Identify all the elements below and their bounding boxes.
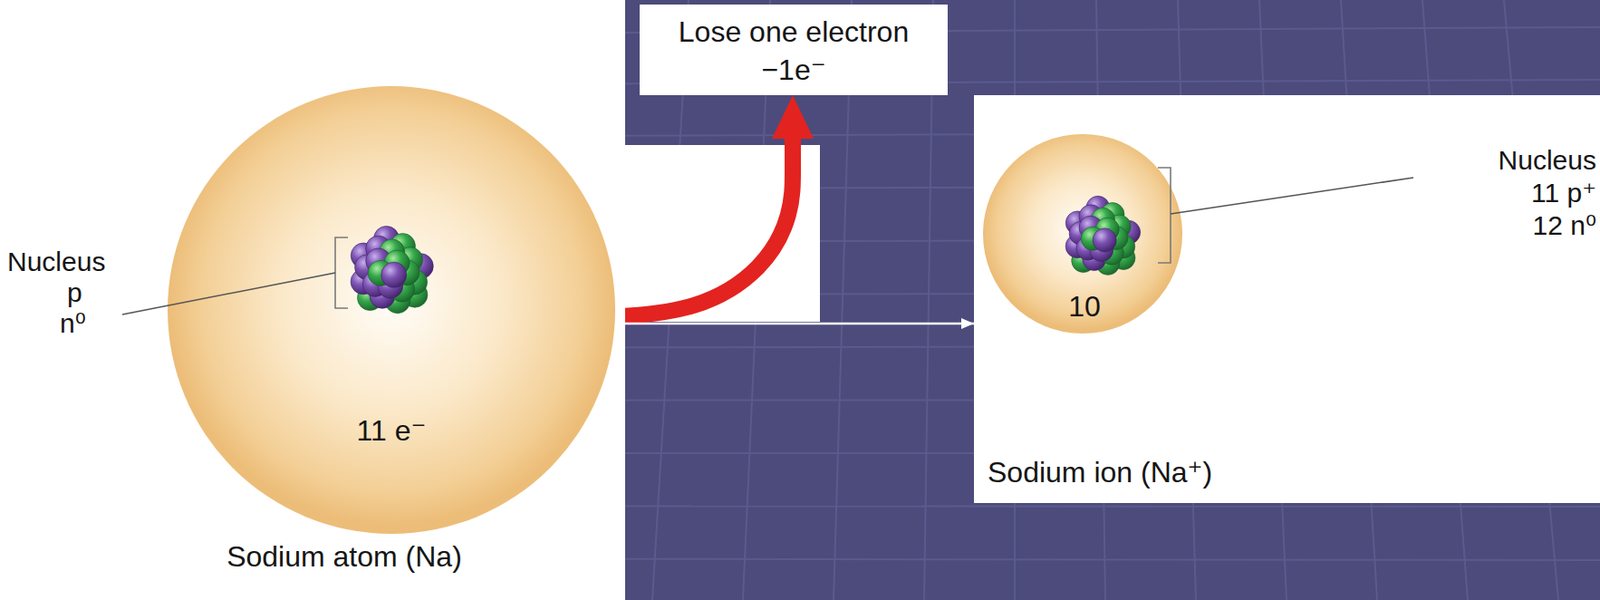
nucleus-bracket [335, 237, 348, 309]
leader-line [1170, 177, 1414, 214]
sodium-ion-circle: 10 [983, 134, 1183, 334]
panel-fill [639, 4, 948, 96]
text-slot: 11 e⁻ [356, 414, 427, 448]
text-slot: 11 p⁺ [1531, 177, 1597, 210]
panel-fill [0, 0, 626, 600]
text-slot: 10 [1068, 289, 1101, 324]
part-label: Nucleus [1498, 144, 1597, 177]
process-box: Lose one electron −1e⁻ [639, 4, 948, 96]
text-slot: Sodium ion (Na⁺) [987, 455, 1213, 490]
part-label: p [67, 277, 83, 309]
panel-fill [973, 95, 1600, 503]
nucleus-cluster [1065, 195, 1141, 275]
nucleon [1092, 228, 1117, 252]
loss-arrow [615, 133, 793, 317]
text-slot: Sodium atom (Na) [226, 539, 463, 574]
leader-line [122, 272, 336, 315]
text-slot: −1e⁻ [761, 53, 826, 87]
text-slot: n⁰ [59, 308, 87, 340]
electron-count: 11 e⁻ [356, 414, 427, 448]
part-label: 11 p⁺ [1531, 177, 1597, 210]
nucleon [381, 261, 407, 288]
electron-count: 10 [1068, 289, 1101, 324]
atom-shape [167, 86, 616, 534]
text-slot: Nucleus [1498, 144, 1597, 177]
box-heading: Lose one electron [678, 15, 909, 49]
sodium-atom-circle: 11 e⁻ [167, 86, 616, 534]
text-slot: Nucleus [7, 246, 106, 279]
text-slot: 12 n⁰ [1532, 210, 1597, 242]
part-label: Nucleus [7, 246, 106, 279]
part-label: 12 n⁰ [1532, 210, 1597, 242]
text-slot: Lose one electron [678, 15, 909, 49]
reaction-arrow [625, 322, 974, 326]
ion-caption: Sodium ion (Na⁺) [987, 455, 1213, 490]
atom-caption: Sodium atom (Na) [226, 539, 463, 574]
text-slot: p [67, 277, 83, 309]
electron-cloud [167, 86, 616, 534]
box-body: −1e⁻ [761, 53, 826, 87]
atom-panel: Sodium atom (Na) 11 e⁻ [0, 0, 626, 600]
part-label: n⁰ [59, 308, 87, 340]
electron-cloud [983, 134, 1183, 334]
nucleus-bracket [1157, 167, 1171, 263]
nucleus-cluster [350, 225, 434, 313]
